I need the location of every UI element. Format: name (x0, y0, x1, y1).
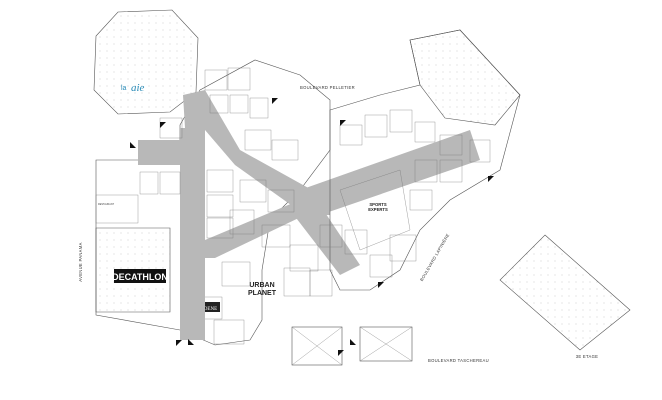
anchor-store-octagon[interactable] (93, 9, 199, 115)
lower-buildings (291, 326, 413, 366)
third-floor-building[interactable] (499, 234, 631, 351)
urban-planet-line1: URBAN (249, 282, 274, 289)
logo-symbol: la (121, 85, 127, 92)
sports-experts-line1: SPORTS (369, 202, 386, 207)
decathlon-label: DECATHLON (112, 272, 168, 282)
street-taschereau: BOULEVARD TASCHEREAU (428, 358, 489, 363)
third-floor-label: 3E ETAGE (576, 354, 599, 359)
street-lapiniere: BOULEVARD LAPINIÈRE (419, 233, 450, 282)
logo-text: aie (131, 82, 145, 94)
la-baie-logo: la aie (121, 82, 145, 94)
entrance-markers (130, 98, 494, 356)
corridors (138, 90, 480, 340)
sports-experts-line2: EXPERTS (368, 207, 388, 212)
street-panama: AVENUE PANAMA (78, 242, 83, 281)
urban-planet-line2: PLANET (248, 290, 277, 297)
east-wing-stores (319, 109, 491, 278)
ardene-sign (194, 302, 220, 312)
east-anchor-store[interactable] (409, 29, 521, 126)
decathlon-sign (114, 269, 166, 283)
ardene-label: ARDENE (197, 307, 217, 312)
restaurant-label: RESTAURANT (98, 203, 115, 206)
west-wing-stores (139, 67, 333, 345)
street-pelletier: BOULEVARD PELLETIER (300, 85, 355, 90)
restaurant-unit[interactable] (95, 194, 139, 224)
